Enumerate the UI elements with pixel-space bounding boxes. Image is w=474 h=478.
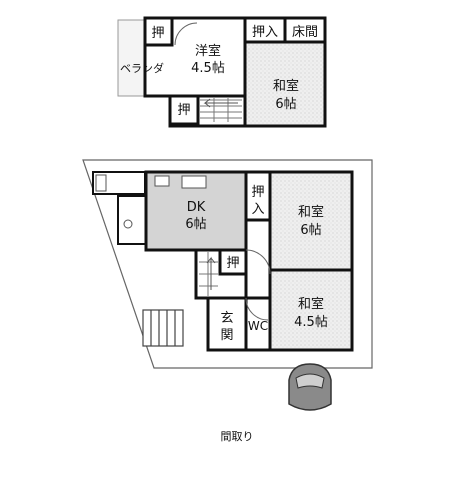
door-swing-wc (245, 297, 269, 321)
car-windshield (295, 373, 325, 389)
label-oshi-upper-left: 押 (151, 26, 164, 41)
door-swing-upper (174, 22, 198, 46)
label-oshiire-lower-top: 押 (251, 185, 264, 200)
label-veranda: ベランダ (120, 61, 164, 75)
label-wc: WC (248, 319, 268, 333)
washitsu-upper-room (243, 40, 327, 128)
label-genkan-top: 玄 (220, 311, 233, 326)
tokonoma-alcove (283, 16, 327, 44)
washitsu-mid-room (268, 170, 354, 272)
label-washitsu-low: 和室 (298, 296, 324, 312)
lower-floor (82, 159, 373, 411)
stairs-upper (200, 98, 242, 122)
stairs-lower (199, 252, 218, 296)
label-washitsu-low-size: 4.5帖 (294, 315, 328, 330)
label-washitsu-upper-size: 6帖 (275, 97, 296, 112)
wc-room (244, 296, 272, 352)
label-genkan-bottom: 関 (220, 328, 233, 343)
oshi-upper-closet (143, 16, 174, 47)
fridge-icon (181, 175, 207, 189)
label-washitsu-upper: 和室 (273, 78, 299, 94)
label-dk: DK (187, 200, 206, 215)
door-swing-lower (245, 249, 271, 275)
washbasin-area (117, 195, 147, 245)
oshiire-lower-closet (244, 170, 272, 222)
label-oshi-upper-stair: 押 (177, 103, 190, 118)
stove-icon (154, 175, 170, 187)
exterior-steps (142, 309, 184, 347)
kitchen-sink (95, 174, 107, 192)
floor-plan: 押 洋室 4.5帖 押入 床間 ベランダ 和室 6帖 押 DK 6帖 押 入 和… (82, 16, 373, 411)
oshiire-upper-closet (243, 16, 287, 44)
label-oshiire-upper: 押入 (252, 25, 278, 40)
parked-car-icon (288, 363, 332, 411)
label-tokonoma: 床間 (292, 25, 318, 40)
oshi-lower-closet (218, 248, 248, 276)
label-oshiire-lower-bottom: 入 (251, 202, 264, 217)
genkan-area (206, 296, 248, 352)
label-washitsu-mid: 和室 (298, 204, 324, 220)
plan-caption: 間取り (220, 430, 254, 443)
label-washitsu-mid-size: 6帖 (300, 223, 321, 238)
washbasin-icon (123, 219, 133, 229)
oshi-upper-stair-closet (168, 94, 200, 126)
label-dk-size: 6帖 (185, 217, 206, 232)
label-youshitsu-size: 4.5帖 (191, 61, 225, 76)
label-youshitsu: 洋室 (195, 43, 221, 59)
upper-floor (117, 16, 327, 128)
label-oshi-lower: 押 (226, 256, 239, 271)
